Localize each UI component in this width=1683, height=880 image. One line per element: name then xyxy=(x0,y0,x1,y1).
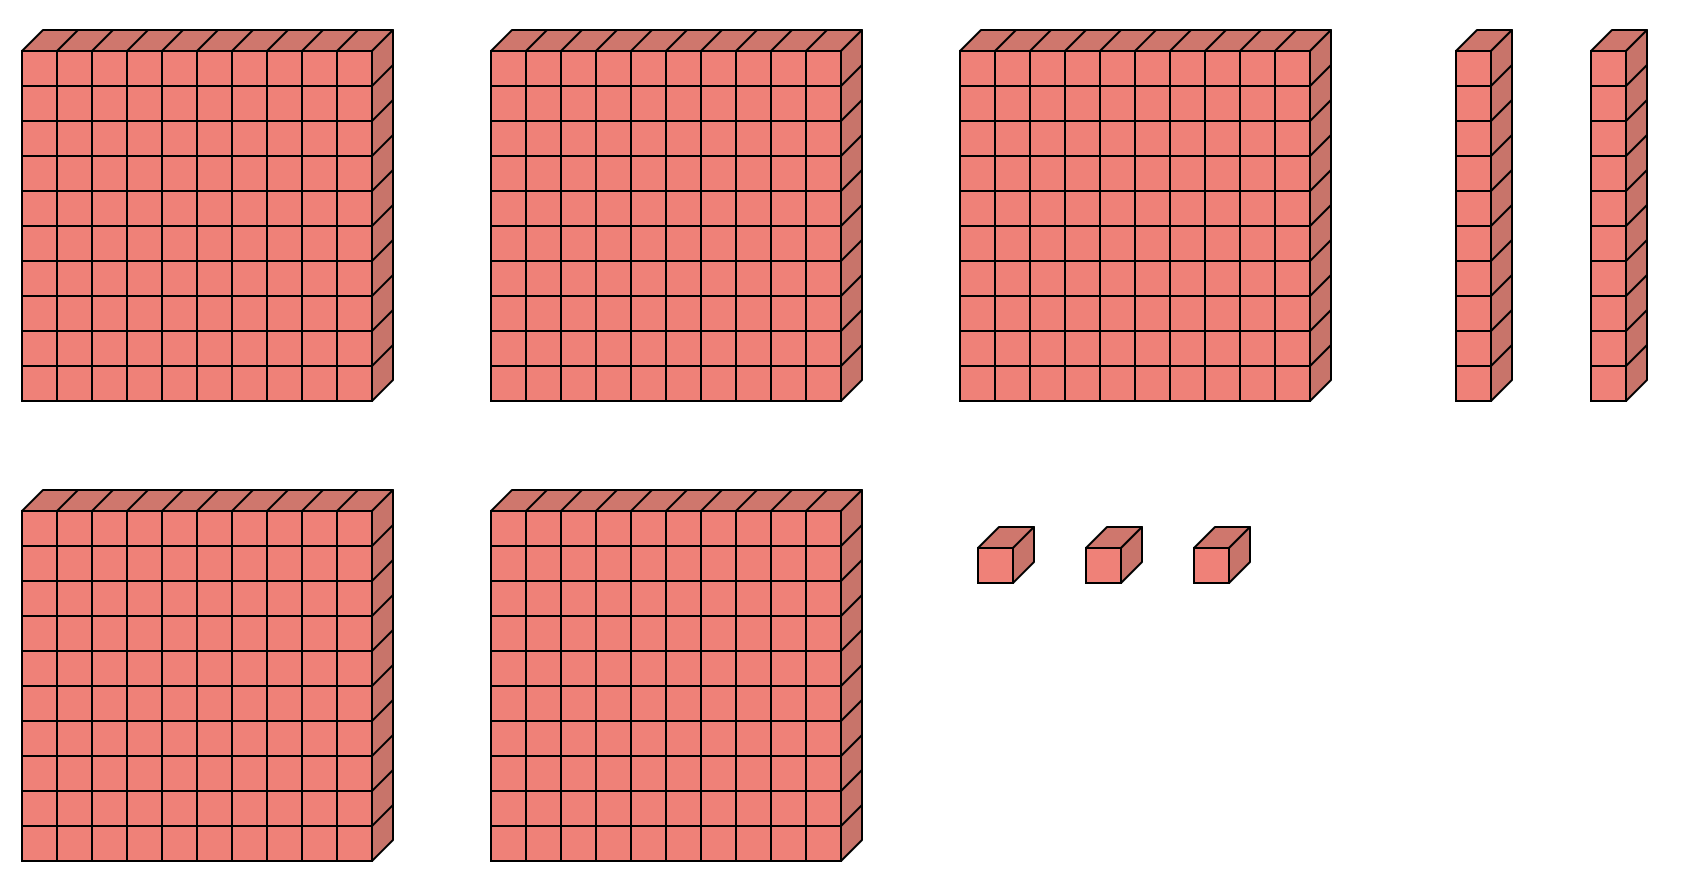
tens-rod-block xyxy=(1455,29,1513,402)
unit-cube-block xyxy=(1193,526,1251,584)
hundreds-flat-block xyxy=(21,489,394,862)
hundreds-flat-block xyxy=(21,29,394,402)
hundreds-flat-block xyxy=(959,29,1332,402)
hundreds-flat-block xyxy=(490,29,863,402)
unit-cube-block xyxy=(977,526,1035,584)
tens-rod-block xyxy=(1590,29,1648,402)
hundreds-flat-block xyxy=(490,489,863,862)
unit-cube-block xyxy=(1085,526,1143,584)
